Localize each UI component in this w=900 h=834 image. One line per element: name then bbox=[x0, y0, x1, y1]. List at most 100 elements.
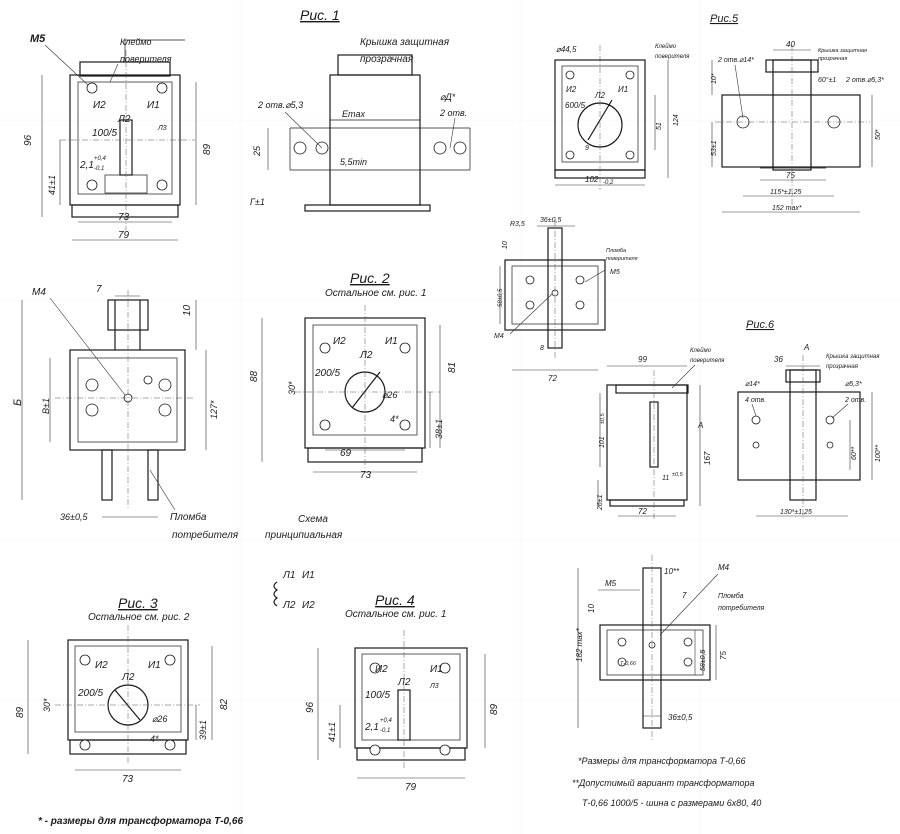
r35-m5: М5 bbox=[610, 269, 620, 276]
fig2-l2: Л2 bbox=[359, 350, 373, 361]
fig5-holes53: 2 отв.⌀5,3* bbox=[845, 77, 884, 84]
fig4-dim21sub: -0,1 bbox=[380, 728, 390, 734]
fig1-min55: 5,5min bbox=[340, 157, 367, 167]
fig5-dim102sub: -0,2 bbox=[603, 180, 614, 186]
fig6-dim72: 72 bbox=[638, 507, 647, 516]
fig5-ratio: 600/5 bbox=[565, 101, 586, 110]
fig2-dim81: 81 bbox=[447, 362, 458, 373]
fig5-title: Рис.5 bbox=[710, 13, 739, 25]
figure-6: Рис.6 99 Клеймо поверителя 101 ±0,5 167 … bbox=[597, 319, 882, 520]
fig3-dim82: 82 bbox=[219, 698, 230, 710]
fig2-title: Рис. 2 bbox=[350, 270, 390, 286]
fig3-ang4: 4* bbox=[150, 734, 159, 744]
t066-m4: М4 bbox=[718, 563, 730, 572]
fig1-holes-d: 2 отв. bbox=[439, 108, 467, 118]
fig1-cover-label2: прозрачная bbox=[360, 54, 414, 65]
fig1-dim21sub: -0,1 bbox=[94, 166, 104, 172]
fig1-side-view bbox=[289, 54, 471, 212]
fig3-ratio: 200/5 bbox=[77, 688, 103, 699]
fig6-dim11: 11 bbox=[662, 475, 669, 482]
t066-dim7: 7 bbox=[682, 591, 687, 600]
fig6-front-view bbox=[606, 370, 689, 520]
fig6-dimA2: А bbox=[803, 343, 809, 352]
fig2-dim69: 69 bbox=[340, 448, 352, 459]
m4-dim127: 127* bbox=[209, 400, 219, 419]
fig4-dim41: 41±1 bbox=[327, 722, 337, 742]
fig4-dim79: 79 bbox=[405, 782, 417, 793]
r35-body bbox=[504, 220, 606, 360]
fig1-emax: Emax bbox=[342, 109, 366, 119]
t066-dim10ss: 10** bbox=[664, 567, 680, 576]
fig6-holes2: 2 отв. bbox=[844, 397, 866, 404]
fig5-holes14: 2 отв.⌀14* bbox=[717, 57, 754, 64]
fig5-clamp2: поверителя bbox=[655, 54, 690, 60]
fig1-l3: Л3 bbox=[157, 125, 167, 132]
fig5-i1: И1 bbox=[618, 85, 628, 94]
fig3-d26: ⌀26 bbox=[152, 714, 167, 724]
r35-label: R3,5 bbox=[510, 221, 525, 228]
fig5-dim9: 9 bbox=[585, 145, 589, 152]
t066-dim36: 36±0,5 bbox=[668, 713, 693, 722]
fig4-dim96: 96 bbox=[305, 701, 316, 713]
r35-dim36: 36±0,5 bbox=[540, 217, 561, 224]
t066-m5: М5 bbox=[605, 579, 617, 588]
fig6-side-view bbox=[737, 355, 861, 520]
fig6-dim130: 130*±1,25 bbox=[780, 509, 812, 516]
figure-2: Рис. 2 Остальное см. рис. 1 И2 И1 Л2 200… bbox=[249, 270, 458, 481]
fig4-dim89: 89 bbox=[489, 703, 500, 715]
fig5-ang60: 60°±1 bbox=[818, 76, 836, 84]
fig1-dim25: 25 bbox=[252, 145, 262, 157]
fig3-dim73: 73 bbox=[122, 774, 134, 785]
fig6-dim26: 26±1 bbox=[597, 494, 604, 511]
fig2-ratio: 200/5 bbox=[314, 368, 340, 379]
fig5-dim10: 10* bbox=[711, 73, 718, 84]
r35-dim8: 8 bbox=[540, 345, 544, 352]
fig6-dimA: А bbox=[697, 421, 703, 430]
fig5-dim50: 50* bbox=[875, 129, 882, 140]
fig1-dim41: 41±1 bbox=[47, 175, 57, 195]
fig3-note: Остальное см. рис. 2 bbox=[88, 612, 190, 623]
fig6-dim60: 60** bbox=[851, 446, 858, 460]
fig5-i2: И2 bbox=[566, 85, 577, 94]
figure-5: Рис.5 ⌀44,5 Клеймо поверителя И2 И1 Л2 6… bbox=[554, 13, 884, 213]
r35-dim72: 72 bbox=[548, 374, 557, 383]
fig3-i2: И2 bbox=[95, 660, 108, 671]
fig1-i1: И1 bbox=[147, 100, 160, 111]
fig2-d26: ⌀26 bbox=[382, 390, 397, 400]
scheme-i1: И1 bbox=[302, 570, 315, 581]
fig6-dim167: 167 bbox=[703, 451, 712, 465]
fig1-front-view bbox=[60, 39, 195, 230]
r35-dim58: 58±0,5 bbox=[498, 288, 504, 307]
fig1-dim73: 73 bbox=[118, 212, 130, 223]
m5-label: М5 bbox=[30, 33, 46, 45]
fig5-dim115: 115*±1,25 bbox=[770, 189, 801, 196]
fig1-clamp-label2: поверителя bbox=[120, 54, 172, 64]
fig6-d14: ⌀14* bbox=[745, 381, 760, 388]
fig3-dim39: 39±1 bbox=[198, 720, 208, 740]
fig1-l2: Л2 bbox=[117, 114, 131, 125]
fig4-body bbox=[354, 630, 468, 770]
fig1-d-label: ⌀Д* bbox=[440, 92, 456, 102]
fig1-holes53: 2 отв.⌀5,3 bbox=[257, 100, 303, 110]
note-2: **Допустимый вариант трансформатора bbox=[572, 778, 755, 788]
r35-seal: Пломба bbox=[606, 248, 626, 254]
t066-dim58: 58±0,5 bbox=[700, 650, 707, 671]
fig5-d445: ⌀44,5 bbox=[556, 45, 577, 54]
fig6-d53: ⌀5,3* bbox=[845, 381, 862, 388]
m4-dim10: 10 bbox=[182, 304, 193, 316]
fig3-dim89: 89 bbox=[15, 706, 26, 718]
fig5-front-view bbox=[554, 45, 646, 190]
note-3: Т-0,66 1000/5 - шина с размерами 6х80, 4… bbox=[582, 798, 761, 808]
m4-dim7: 7 bbox=[96, 284, 102, 295]
fig6-clamp: Клеймо bbox=[690, 347, 712, 354]
fig4-dim21sup: +0,4 bbox=[380, 718, 393, 724]
fig6-dim99: 99 bbox=[638, 355, 647, 364]
fig4-note: Остальное см. рис. 1 bbox=[345, 609, 446, 620]
fig6-dim101: 101 bbox=[599, 436, 606, 448]
m4-label: М4 bbox=[32, 287, 46, 298]
fig5-dim51: 51 bbox=[656, 122, 663, 130]
figure-4: Рис. 4 Остальное см. рис. 1 И2 И1 Л2 Л3 … bbox=[305, 592, 500, 793]
fig5-l2: Л2 bbox=[594, 91, 605, 100]
fig2-dim88: 88 bbox=[249, 370, 260, 382]
